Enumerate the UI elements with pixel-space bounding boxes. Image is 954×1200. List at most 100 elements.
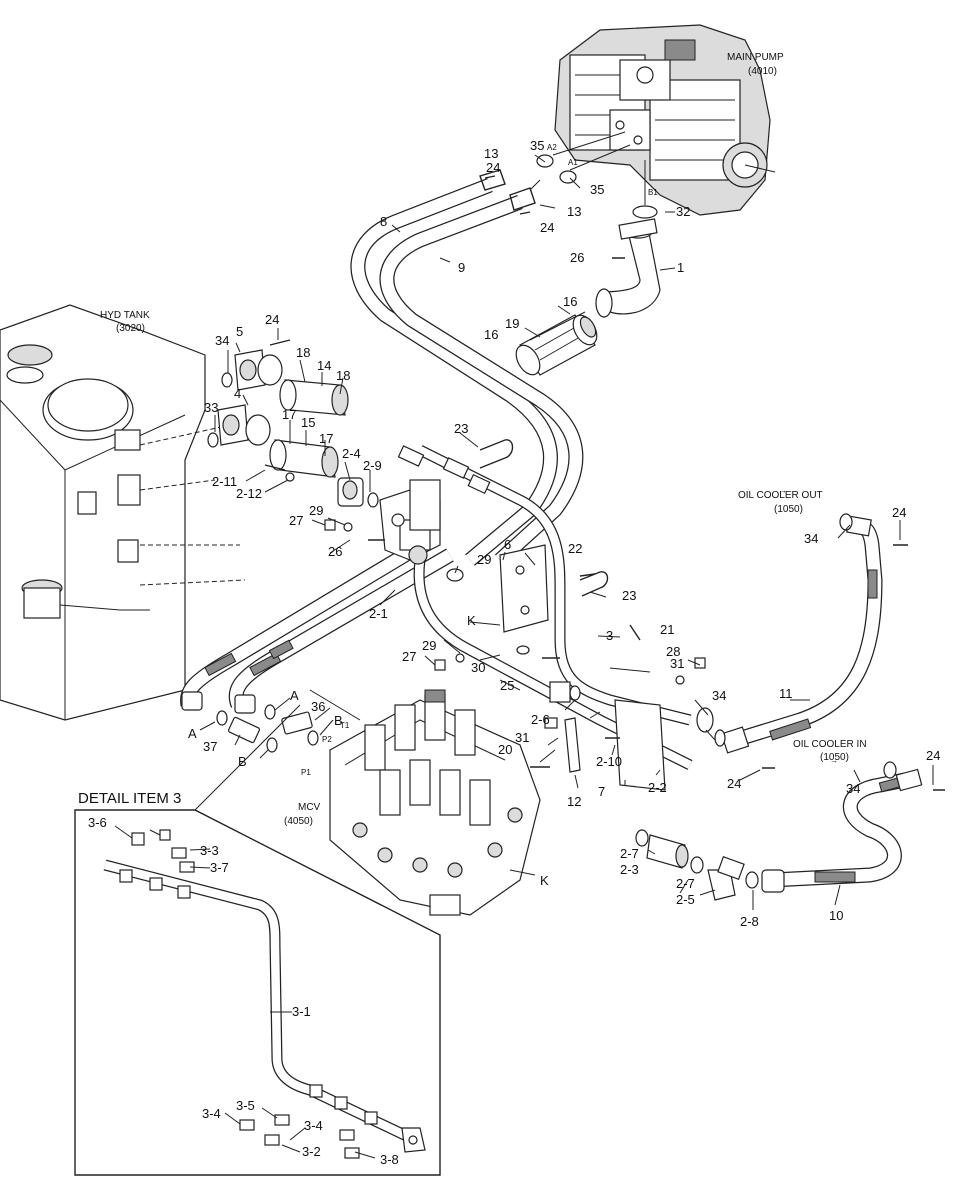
suction-hose-8 [350, 178, 558, 566]
left-fittings [181, 691, 313, 744]
hyd-tank-label: HYD TANK [100, 310, 150, 321]
callout-c10: 10 [829, 908, 843, 923]
main-pump-code: (4010) [748, 66, 777, 77]
callout-c27a: 27 [289, 513, 303, 528]
port-b-left-label: B [238, 754, 247, 769]
callout-c37: 37 [203, 739, 217, 754]
callout-c2-2: 2-2 [648, 780, 667, 795]
callout-c2-5: 2-5 [676, 892, 695, 907]
callout-d3-7: 3-7 [210, 860, 229, 875]
callout-c18a: 18 [296, 345, 310, 360]
callout-c32: 32 [676, 204, 690, 219]
callout-c20: 20 [498, 742, 512, 757]
adapter-2-3 [646, 834, 689, 869]
callout-c31b: 31 [515, 730, 529, 745]
callout-c25: 25 [500, 678, 514, 693]
callout-c2-11: 2-11 [212, 474, 237, 489]
hyd-tank-code: (3020) [116, 323, 145, 334]
suction-hose-9 [379, 194, 584, 566]
callout-c2-1: 2-1 [369, 606, 388, 621]
callout-c23b: 23 [622, 588, 636, 603]
detail-title: DETAIL ITEM 3 [78, 790, 181, 807]
callout-c15: 15 [301, 415, 315, 430]
port-a2-label: A2 [547, 143, 557, 152]
callout-c12: 12 [567, 794, 581, 809]
callout-c2-3: 2-3 [620, 862, 639, 877]
port-a-left-label: A [188, 726, 197, 741]
callout-c33: 33 [204, 400, 218, 415]
callout-c17b: 17 [319, 431, 333, 446]
callout-c22: 22 [568, 541, 582, 556]
callout-c35b: 35 [590, 182, 604, 197]
u-bolt-23b [579, 571, 609, 597]
flange-5 [234, 349, 283, 391]
callout-c13a: 13 [484, 146, 498, 161]
callout-c9: 9 [458, 260, 465, 275]
bracket-12 [564, 717, 581, 773]
callout-c13b: 13 [567, 204, 581, 219]
suction-hose-19 [515, 311, 598, 376]
callout-c14: 14 [317, 358, 331, 373]
oil-cooler-out-label: OIL COOLER OUT [738, 490, 823, 501]
callout-c23a: 23 [454, 421, 468, 436]
bracket-6 [499, 544, 549, 633]
detail-pipe-3-1 [103, 859, 418, 1145]
callout-c28: 28 [666, 644, 680, 659]
callouts-detail: 3-1 3-2 3-3 3-4 3-4 3-5 3-6 3-7 3-8 [88, 815, 399, 1167]
u-bolt-23a [479, 439, 514, 469]
port-t1-label: T1 [340, 721, 350, 730]
svg-text:→: → [779, 486, 787, 495]
callout-c2-4: 2-4 [342, 446, 361, 461]
callouts-main: 1 2-1 2-2 2-3 2-4 2-5 2-6 2-7 2-7 2-8 2-… [203, 138, 940, 929]
callout-c2-12: 2-12 [236, 486, 262, 501]
hose-15 [269, 439, 339, 478]
callout-c27b: 27 [402, 649, 416, 664]
callout-c3: 3 [606, 628, 613, 643]
callout-c26a: 26 [570, 250, 584, 265]
bolts [264, 175, 945, 791]
hose-14 [279, 379, 349, 416]
callout-c35a: 35 [530, 138, 544, 153]
callout-c2-10: 2-10 [596, 754, 622, 769]
pipe-2-2 [413, 559, 693, 770]
oil-cooler-in-code: (1050) [820, 752, 849, 763]
callout-c19: 19 [505, 316, 519, 331]
main-control-valve [329, 689, 541, 916]
callout-c2-8: 2-8 [740, 914, 759, 929]
detail-item-3 [74, 704, 441, 1176]
callout-c2-6: 2-6 [531, 712, 550, 727]
port-k-lower-label: K [540, 873, 549, 888]
oil-cooler-in-label: OIL COOLER IN [793, 739, 867, 750]
callout-c29b: 29 [477, 552, 491, 567]
callout-c34b: 34 [712, 688, 726, 703]
callout-c8: 8 [380, 214, 387, 229]
callout-d3-6: 3-6 [88, 815, 107, 830]
callout-c2-7a: 2-7 [620, 846, 639, 861]
callout-d3-5: 3-5 [236, 1098, 255, 1113]
callout-c16b: 16 [484, 327, 498, 342]
main-pump [554, 24, 776, 216]
callout-c24c: 24 [265, 312, 279, 327]
callout-c1: 1 [677, 260, 684, 275]
callout-c26b: 26 [328, 544, 342, 559]
suction-elbow-1 [595, 218, 661, 318]
port-a1-label: A1 [568, 158, 578, 167]
valve-block [379, 479, 441, 565]
callout-d3-1: 3-1 [292, 1004, 311, 1019]
callout-d3-4b: 3-4 [304, 1118, 323, 1133]
callout-c36: 36 [311, 699, 325, 714]
port-b-right-label: B [334, 713, 343, 728]
oil-cooler-out-code: (1050) [774, 504, 803, 515]
callout-c29a: 29 [309, 503, 323, 518]
mcv-code: (4050) [284, 816, 313, 827]
callout-d3-3: 3-3 [200, 843, 219, 858]
callout-d3-4a: 3-4 [202, 1106, 221, 1121]
callout-c24b: 24 [540, 220, 554, 235]
hydraulic-tank [0, 304, 206, 721]
callout-c17a: 17 [282, 407, 296, 422]
callout-d3-2: 3-2 [302, 1144, 321, 1159]
callout-c24f: 24 [926, 748, 940, 763]
callout-c30: 30 [471, 660, 485, 675]
svg-text:→: → [830, 756, 838, 765]
port-k-upper-label: K [467, 613, 476, 628]
